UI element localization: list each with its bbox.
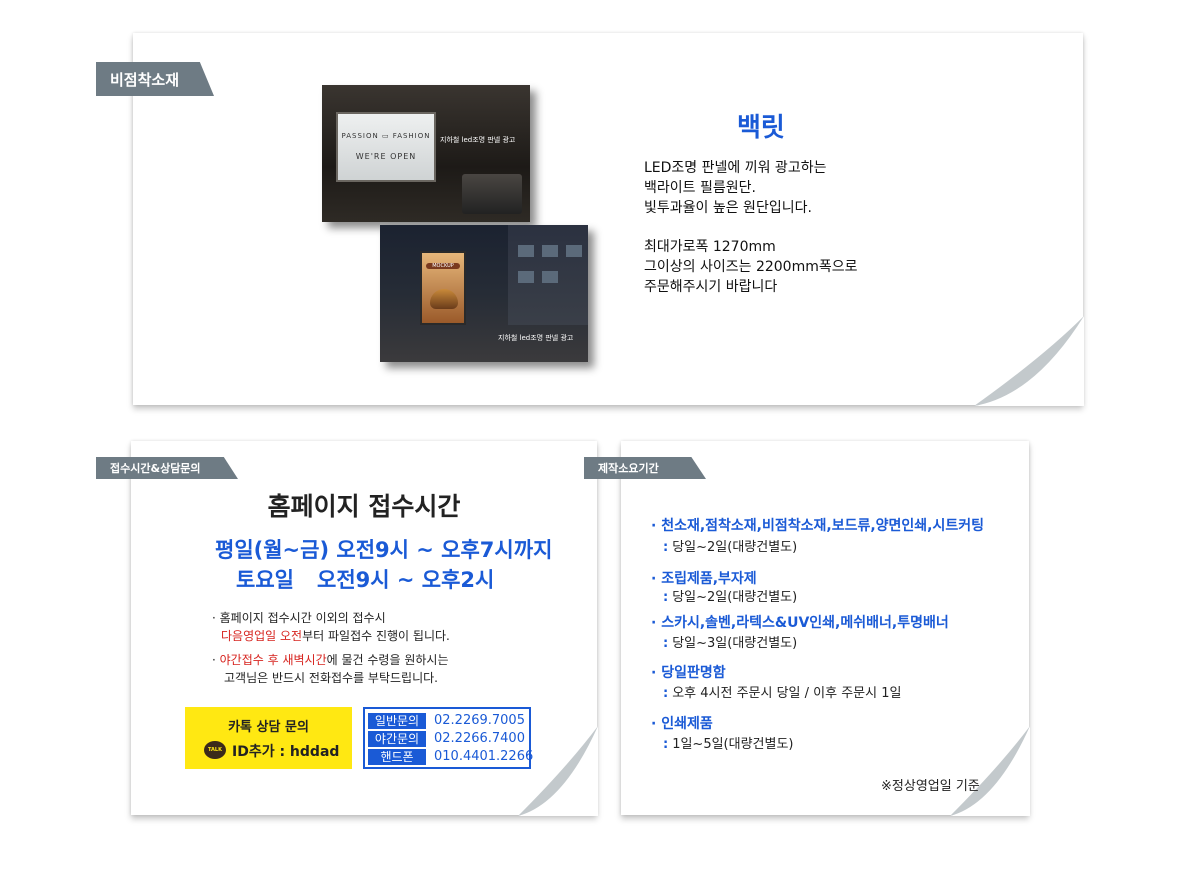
bus-shelter-photo: MOCKUP 지하철 led조명 판넬 광고: [380, 225, 588, 362]
photo-caption: 지하철 led조명 판넬 광고: [498, 334, 574, 342]
subway-billboard-photo: PASSION ▭ FASHION WE'RE OPEN 지하철 led조명 판…: [322, 85, 530, 222]
product-desc-line: 주문해주시기 바랍니다: [644, 279, 778, 295]
product-desc-line: 백라이트 필름원단.: [644, 180, 756, 196]
product-title: 백릿: [737, 113, 785, 143]
production-item-name: · 천소재,점착소재,비점착소재,보드류,양면인쇄,시트커팅: [651, 518, 985, 534]
lightbox-panel: MOCKUP: [420, 251, 466, 325]
production-item-time: :1일~5일(대량건별도): [663, 737, 794, 752]
section-tag: 제작소요기간: [584, 457, 706, 479]
kakao-talk-icon: TALK: [204, 741, 226, 759]
billboard-text: WE'RE OPEN: [355, 152, 417, 161]
mockup-label: MOCKUP: [426, 263, 460, 269]
reception-title: 홈페이지 접수시간: [267, 492, 461, 521]
saturday-label: 토요일: [236, 568, 294, 592]
notice-line: · 야간접수 후 새벽시간에 물건 수령을 원하시는: [212, 653, 449, 667]
phone-label: 핸드폰: [368, 748, 426, 765]
building: [508, 225, 588, 325]
weekday-hours: 평일(월~금) 오전9시 ~ 오후7시까지: [215, 538, 553, 562]
phone-label: 야간문의: [368, 730, 426, 747]
phone-number[interactable]: 010.4401.2266: [434, 749, 534, 764]
notice-line: 고객님은 반드시 전화접수를 부탁드립니다.: [224, 671, 438, 685]
notice-line: · 홈페이지 접수시간 이외의 접수시: [212, 611, 386, 625]
notice-line: 다음영업일 오전부터 파일접수 진행이 됩니다.: [221, 629, 450, 643]
production-item-time: :당일~3일(대량건별도): [663, 636, 798, 651]
billboard-text: PASSION ▭ FASHION: [341, 132, 431, 140]
kakao-id: ID추가 : hddad: [232, 744, 340, 760]
ticket-gate: [462, 174, 522, 214]
phone-number[interactable]: 02.2269.7005: [434, 713, 525, 728]
burger-image: [430, 289, 458, 309]
product-desc-line: 그이상의 사이즈는 2200mm폭으로: [644, 259, 858, 275]
phone-contact-box: 일반문의 02.2269.7005 야간문의 02.2266.7400 핸드폰 …: [363, 707, 533, 769]
product-desc-line: 빛투과율이 높은 원단입니다.: [644, 200, 812, 216]
kakao-title: 카톡 상담 문의: [228, 720, 309, 735]
photo-caption: 지하철 led조명 판넬 광고: [440, 136, 516, 144]
phone-row[interactable]: 야간문의 02.2266.7400: [368, 730, 525, 747]
phone-row[interactable]: 일반문의 02.2269.7005: [368, 712, 525, 729]
category-tag: 비점착소재: [96, 62, 214, 96]
production-time-card: [621, 441, 1030, 816]
footnote: ※정상영업일 기준: [881, 779, 980, 794]
phone-number[interactable]: 02.2266.7400: [434, 731, 525, 746]
production-item-time: :오후 4시전 주문시 당일 / 이후 주문시 1일: [663, 686, 902, 701]
production-item-time: :당일~2일(대량건별도): [663, 590, 798, 605]
production-item-time: :당일~2일(대량건별도): [663, 540, 798, 555]
lightbox-panel: PASSION ▭ FASHION WE'RE OPEN: [336, 112, 436, 182]
section-tag: 접수시간&상담문의: [96, 457, 238, 479]
kakao-consult-box[interactable]: 카톡 상담 문의 TALK ID추가 : hddad: [185, 707, 352, 769]
product-desc-line: 최대가로폭 1270mm: [644, 239, 776, 255]
product-card-backlit: [133, 33, 1084, 406]
phone-row[interactable]: 핸드폰 010.4401.2266: [368, 748, 533, 765]
production-item-name: · 스카시,솔벤,라텍스&UV인쇄,메쉬배너,투명배너: [651, 615, 949, 631]
production-item-name: · 당일판명함: [651, 665, 726, 681]
production-item-name: · 인쇄제품: [651, 716, 713, 732]
product-desc-line: LED조명 판넬에 끼워 광고하는: [644, 160, 827, 176]
saturday-hours: 오전9시 ~ 오후2시: [317, 568, 495, 592]
phone-label: 일반문의: [368, 712, 426, 729]
production-item-name: · 조립제품,부자제: [651, 571, 757, 587]
